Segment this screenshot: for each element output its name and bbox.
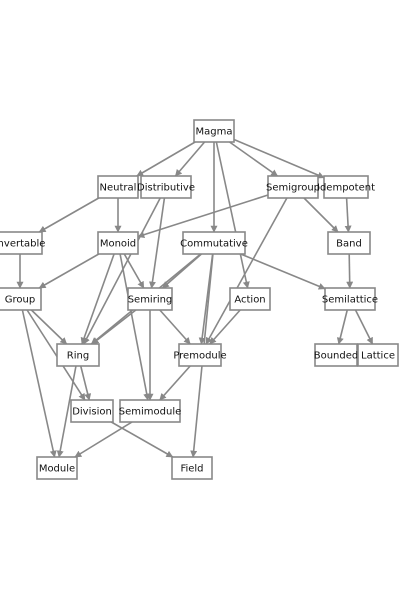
node-label-lattice: Lattice <box>361 351 395 362</box>
node-module: Module <box>36 456 78 480</box>
edge-magma-to-action <box>215 141 250 289</box>
edge-magma-to-distributive <box>174 141 206 177</box>
node-action: Action <box>229 287 271 311</box>
node-label-field: Field <box>180 464 203 475</box>
edge-commutative-to-semilattice <box>240 253 326 290</box>
edge-action-to-premodule <box>209 309 241 345</box>
node-label-invertable: Invertable <box>0 239 45 250</box>
node-label-semigroup: Semigroup <box>266 183 320 194</box>
edge-group-to-module <box>21 309 57 458</box>
node-distributive: Distributive <box>137 175 195 199</box>
node-box-module <box>36 456 78 480</box>
node-monoid: Monoid <box>97 231 139 255</box>
edge-band-to-semilattice <box>346 253 354 289</box>
edge-semigroup-to-monoid <box>137 194 269 239</box>
node-label-neutral: Neutral <box>100 183 137 194</box>
node-box-field <box>171 456 213 480</box>
node-group: Group <box>0 287 42 311</box>
node-box-magma <box>193 119 235 143</box>
node-label-idempotent: Idempotent <box>317 183 375 194</box>
node-commutative: Commutative <box>180 231 248 255</box>
node-label-semimodule: Semimodule <box>119 407 182 418</box>
node-box-invertable <box>0 231 43 255</box>
node-box-premodule <box>178 343 222 367</box>
node-box-band <box>327 231 371 255</box>
node-box-bounded <box>314 343 358 367</box>
edge-distributive-to-ring <box>83 197 161 345</box>
node-neutral: Neutral <box>97 175 139 199</box>
node-semigroup: Semigroup <box>266 175 320 199</box>
node-box-neutral <box>97 175 139 199</box>
edge-magma-to-semigroup <box>229 141 279 177</box>
edge-semiring-to-ring <box>91 309 137 345</box>
node-label-bounded: Bounded <box>314 351 359 362</box>
node-ring: Ring <box>56 343 100 367</box>
node-field: Field <box>171 456 213 480</box>
node-label-semilattice: Semilattice <box>322 295 378 306</box>
node-division: Division <box>70 399 114 423</box>
node-label-distributive: Distributive <box>137 183 195 194</box>
node-box-lattice <box>357 343 399 367</box>
node-label-ring: Ring <box>67 351 89 362</box>
node-semimodule: Semimodule <box>119 399 182 423</box>
node-premodule: Premodule <box>173 343 227 367</box>
edge-semilattice-to-bounded <box>336 309 349 345</box>
node-box-semilattice <box>324 287 376 311</box>
node-label-division: Division <box>72 407 112 418</box>
edge-magma-to-neutral <box>136 141 196 177</box>
node-box-semiring <box>127 287 173 311</box>
node-band: Band <box>327 231 371 255</box>
edge-semigroup-to-premodule <box>205 197 288 345</box>
node-idempotent: Idempotent <box>317 175 375 199</box>
edge-semiring-to-premodule <box>159 309 191 345</box>
node-lattice: Lattice <box>357 343 399 367</box>
edge-semigroup-to-band <box>303 197 339 233</box>
edge-monoid-to-group <box>38 253 100 289</box>
node-magma: Magma <box>193 119 235 143</box>
node-box-monoid <box>97 231 139 255</box>
edge-neutral-to-invertable <box>38 197 100 233</box>
node-label-commutative: Commutative <box>180 239 248 250</box>
node-invertable: Invertable <box>0 231 45 255</box>
node-bounded: Bounded <box>314 343 359 367</box>
node-label-module: Module <box>39 464 75 475</box>
node-label-premodule: Premodule <box>173 351 226 362</box>
node-box-division <box>70 399 114 423</box>
node-label-magma: Magma <box>196 127 233 138</box>
edge-semilattice-to-lattice <box>354 309 374 345</box>
edge-magma-to-idempotent <box>233 138 325 179</box>
node-box-action <box>229 287 271 311</box>
edge-group-to-ring <box>30 309 68 345</box>
edge-group-to-division <box>26 309 86 401</box>
node-box-commutative <box>182 231 246 255</box>
node-box-semigroup <box>267 175 319 199</box>
edge-ring-to-division <box>79 365 92 401</box>
node-label-monoid: Monoid <box>100 239 136 250</box>
node-box-semimodule <box>119 399 181 423</box>
edge-semimodule-to-module <box>74 421 133 458</box>
node-label-band: Band <box>336 239 362 250</box>
node-label-action: Action <box>234 295 265 306</box>
node-box-idempotent <box>323 175 369 199</box>
edge-distributive-to-semiring <box>148 197 166 289</box>
node-label-semiring: Semiring <box>128 295 173 306</box>
node-semiring: Semiring <box>127 287 173 311</box>
edge-division-to-field <box>110 421 174 458</box>
edge-monoid-to-semiring <box>123 253 145 289</box>
edge-monoid-to-semimodule <box>119 253 151 401</box>
edge-premodule-to-semimodule <box>159 365 191 401</box>
node-box-group <box>0 287 42 311</box>
edge-ring-to-module <box>56 365 77 458</box>
node-box-ring <box>56 343 100 367</box>
edge-idempotent-to-band <box>344 197 352 233</box>
edge-layer <box>16 138 374 458</box>
node-box-distributive <box>140 175 192 199</box>
node-label-group: Group <box>5 295 35 306</box>
node-semilattice: Semilattice <box>322 287 378 311</box>
edge-monoid-to-ring <box>80 253 115 345</box>
